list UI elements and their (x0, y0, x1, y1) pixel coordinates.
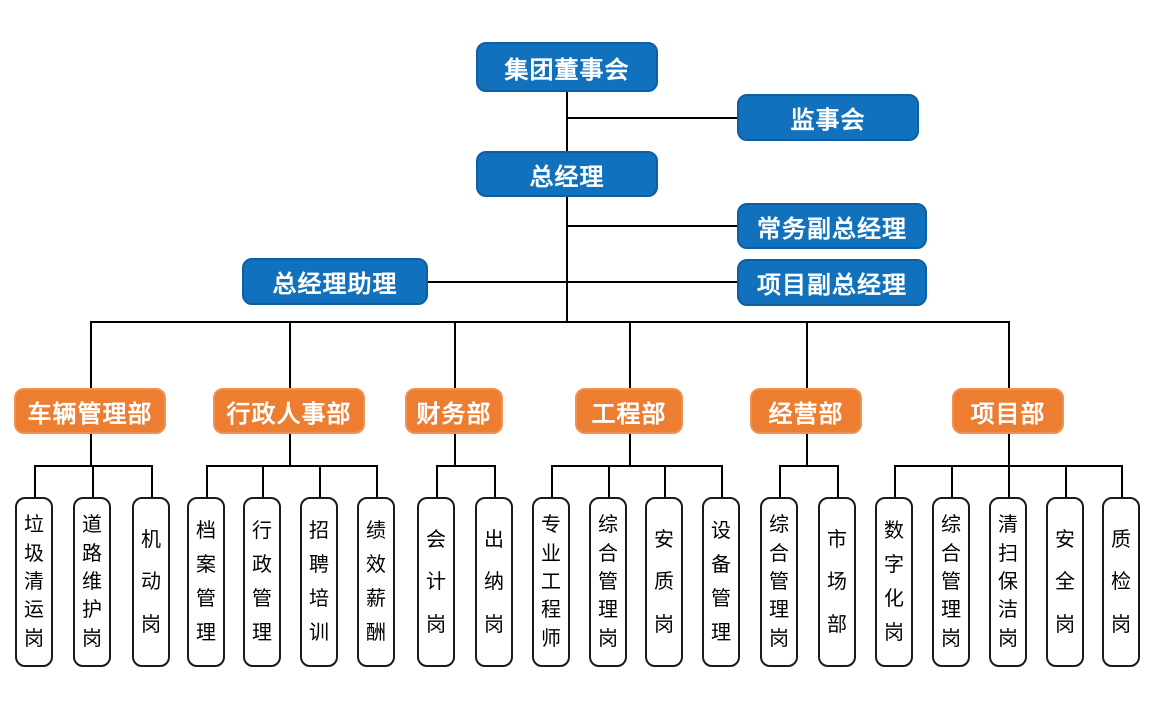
connector (629, 434, 631, 466)
post-node: 专业工程师 (532, 497, 570, 667)
connector (90, 321, 1008, 323)
node-executive-deputy-gm: 常务副总经理 (737, 203, 927, 249)
connector (629, 321, 631, 388)
connector (494, 465, 496, 497)
post-node: 招聘培训 (300, 497, 338, 667)
connector (1065, 465, 1067, 497)
node-project-deputy-gm: 项目副总经理 (737, 259, 927, 306)
post-node: 市场部 (818, 497, 856, 667)
connector (90, 434, 92, 466)
post-node: 清扫保洁岗 (989, 497, 1027, 667)
dept-admin-hr-node: 行政人事部 (213, 388, 365, 434)
connector (454, 321, 456, 388)
post-node: 质检岗 (1102, 497, 1140, 667)
node-board-of-directors: 集团董事会 (476, 42, 658, 92)
post-node: 档案管理 (187, 497, 225, 667)
post-node: 安质岗 (645, 497, 683, 667)
connector (551, 465, 721, 467)
connector (206, 465, 376, 467)
connector (567, 225, 737, 227)
connector (806, 434, 808, 466)
node-supervisory-board: 监事会 (737, 94, 919, 141)
connector (376, 465, 378, 497)
connector (566, 197, 568, 322)
post-node: 行政管理 (243, 497, 281, 667)
dept-operations-node: 经营部 (750, 388, 862, 434)
dept-projects-node: 项目部 (952, 388, 1064, 434)
connector (1008, 465, 1010, 497)
connector (90, 321, 92, 388)
connector (428, 281, 737, 283)
connector (1008, 321, 1010, 388)
connector (289, 321, 291, 388)
dept-finance-node: 财务部 (405, 388, 503, 434)
dept-engineering-node: 工程部 (575, 388, 683, 434)
connector (608, 465, 610, 497)
dept-vehicle-mgmt-node: 车辆管理部 (14, 388, 166, 434)
connector (92, 465, 94, 497)
connector (206, 465, 208, 497)
connector (779, 465, 781, 497)
connector (951, 465, 953, 497)
post-node: 出纳岗 (475, 497, 513, 667)
post-node: 设备管理 (702, 497, 740, 667)
post-node: 机动岗 (132, 497, 170, 667)
connector (436, 465, 494, 467)
connector (566, 92, 568, 151)
post-node: 道路维护岗 (73, 497, 111, 667)
post-node: 综合管理岗 (589, 497, 627, 667)
connector (262, 465, 264, 497)
connector (34, 465, 36, 497)
connector (806, 321, 808, 388)
post-node: 数字化岗 (875, 497, 913, 667)
connector (1008, 434, 1010, 466)
node-gm-assistant: 总经理助理 (242, 258, 428, 305)
connector (319, 465, 321, 497)
connector (436, 465, 438, 497)
node-general-manager: 总经理 (476, 151, 658, 197)
post-node: 综合管理岗 (760, 497, 798, 667)
connector (894, 465, 896, 497)
connector (779, 465, 837, 467)
post-node: 绩效薪酬 (357, 497, 395, 667)
post-node: 综合管理岗 (932, 497, 970, 667)
connector (567, 117, 737, 119)
post-node: 会计岗 (417, 497, 455, 667)
connector (551, 465, 553, 497)
connector (894, 465, 1121, 467)
connector (289, 434, 291, 466)
connector (1121, 465, 1123, 497)
connector (151, 465, 153, 497)
connector (721, 465, 723, 497)
connector (664, 465, 666, 497)
post-node: 垃圾清运岗 (15, 497, 53, 667)
connector (837, 465, 839, 497)
connector (454, 434, 456, 466)
post-node: 安全岗 (1046, 497, 1084, 667)
